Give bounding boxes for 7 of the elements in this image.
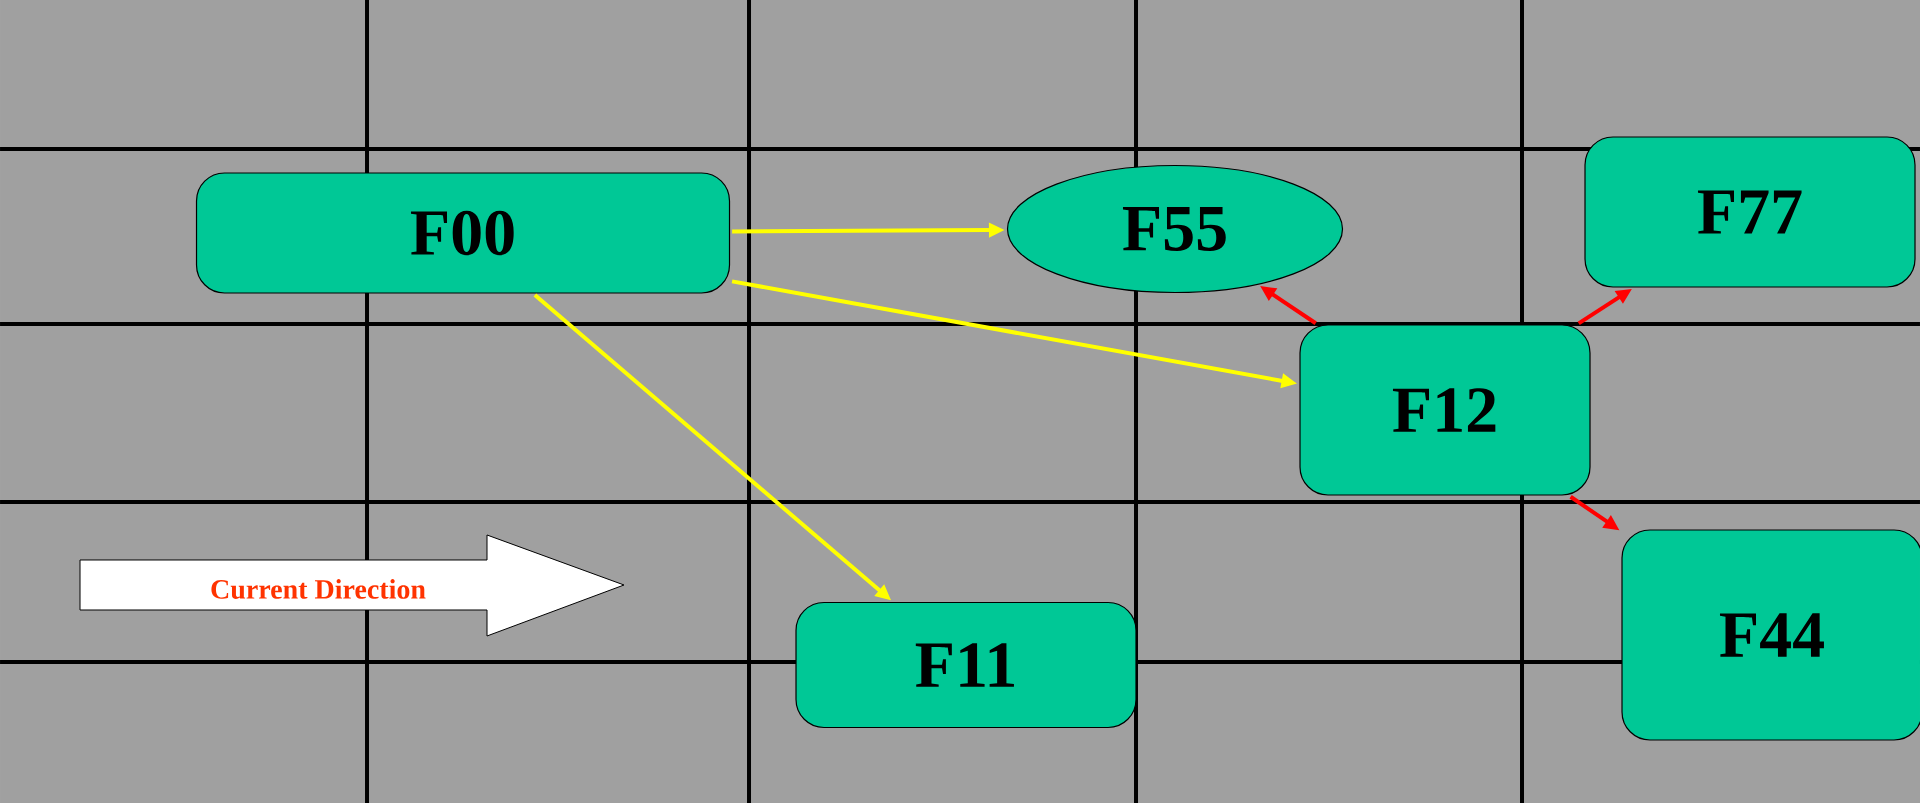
arrow-label: Current Direction — [211, 579, 426, 599]
blob-node: F77 — [1584, 136, 1916, 288]
ellipse-node: F55 — [1006, 164, 1344, 294]
blob-node: F11 — [795, 601, 1137, 729]
blob-node: F00 — [195, 172, 731, 294]
blob-node: F12 — [1299, 324, 1591, 496]
blob-node: F44 — [1621, 529, 1920, 741]
